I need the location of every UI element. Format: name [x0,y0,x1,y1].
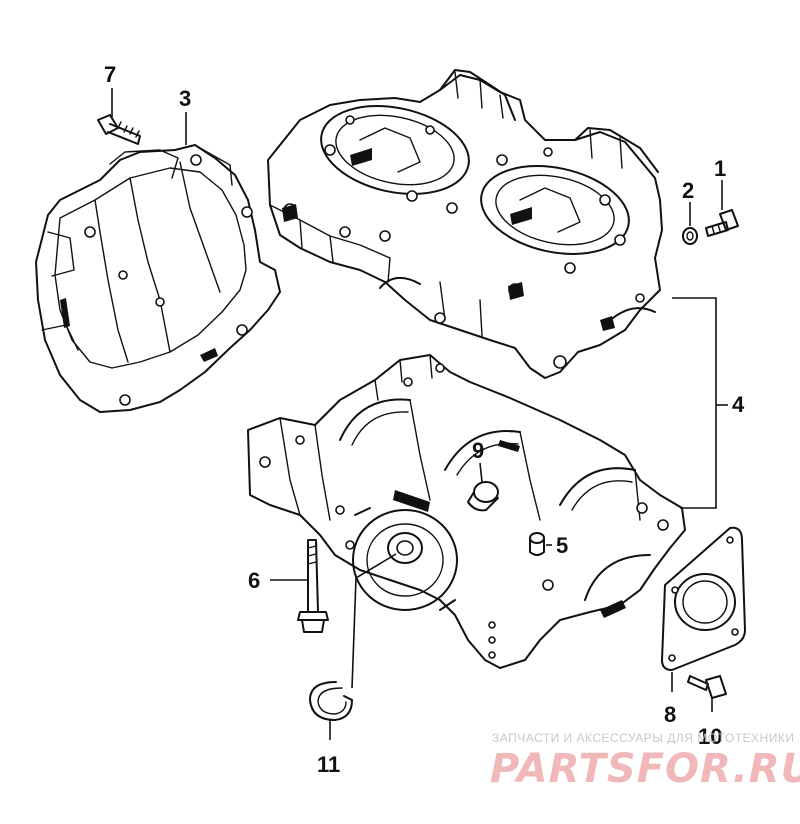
callout-1: 1 [714,156,726,181]
callout-10: 10 [698,724,722,749]
part-cylinder-block [267,69,663,379]
part-bolt-7 [97,114,141,145]
part-long-bolt-6 [297,539,329,633]
part-pin-5 [529,532,545,556]
callout-11: 11 [317,752,340,777]
callout-2: 2 [682,178,694,203]
part-crankcase-lower [247,354,686,669]
part-snap-ring-11 [309,681,353,721]
callout-4: 4 [732,392,745,417]
part-housing-cover [35,144,281,413]
callout-labels: 7 3 1 2 4 9 5 6 8 10 11 [104,62,745,777]
callout-5: 5 [556,533,568,558]
watermark: ЗАПЧАСТИ И АКСЕССУАРЫ ДЛЯ МОТОТЕХНИКИ PA… [490,731,800,792]
callout-3: 3 [179,86,191,111]
part-bolt-10 [687,675,727,699]
callout-8: 8 [664,702,676,727]
part-washer-2 [682,227,698,245]
callout-9: 9 [472,438,484,463]
leader-lines [111,88,728,740]
part-gasket-8 [661,526,746,671]
part-bolt-1 [705,209,739,237]
callout-7: 7 [104,62,116,87]
watermark-logo: PARTSFOR.RU [490,746,800,792]
callout-6: 6 [248,568,260,593]
watermark-tagline: ЗАПЧАСТИ И АКСЕССУАРЫ ДЛЯ МОТОТЕХНИКИ [492,731,794,745]
part-bushing-9 [467,481,499,512]
